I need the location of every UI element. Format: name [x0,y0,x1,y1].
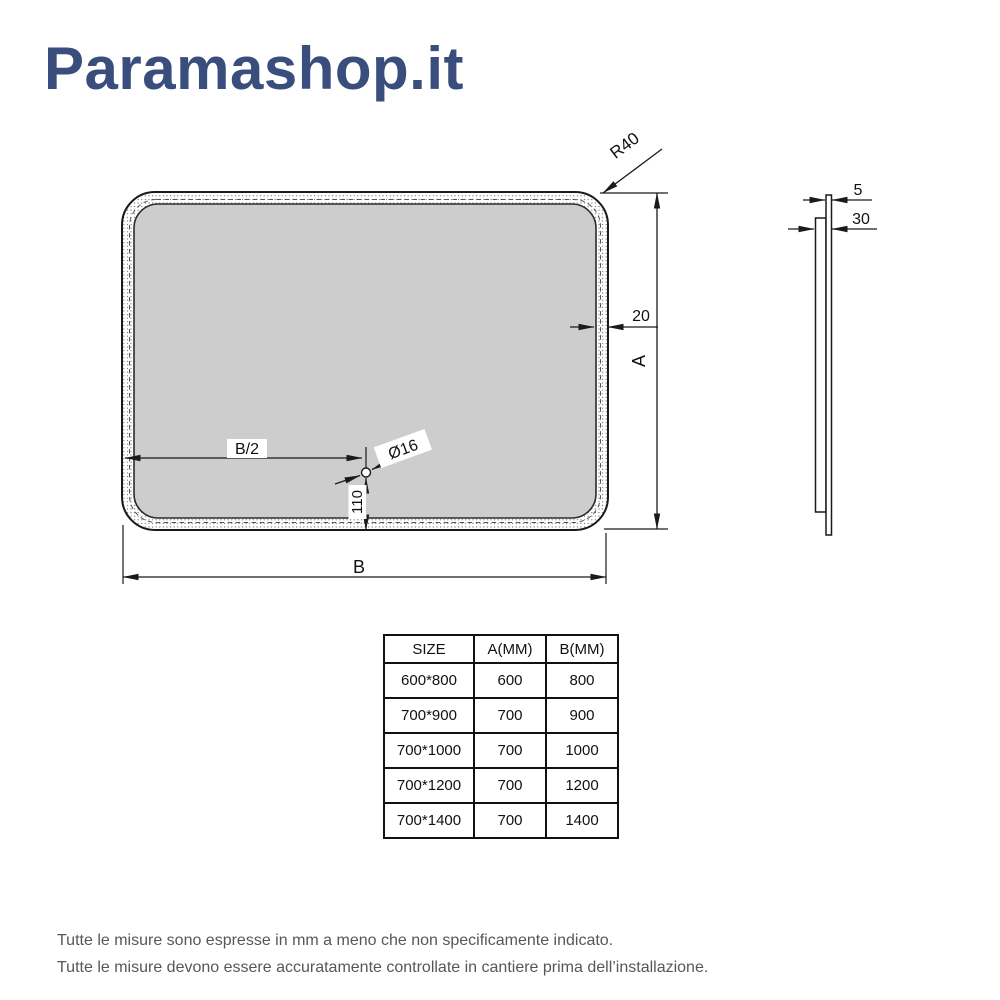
side-glass-panel [825,194,833,536]
mounting-hole [360,467,372,478]
dim-width-b: B [122,525,607,584]
table-cell-b: 800 [545,662,619,699]
table-header-row: SIZE A(MM) B(MM) [383,634,619,664]
dim-half-width: B/2 [124,439,367,469]
height-label: A [629,355,649,367]
table-row: 700*1200 700 1200 [383,767,619,804]
table-cell-a: 700 [473,767,547,804]
table-header-size: SIZE [383,634,475,664]
table-cell-b: 900 [545,697,619,734]
label-background [227,439,267,458]
size-table: SIZE A(MM) B(MM) 600*800 600 800 700*900… [383,634,619,839]
table-cell-size: 700*1400 [383,802,475,839]
table-cell-a: 600 [473,662,547,699]
mirror-side-view: 5 30 [788,182,877,536]
table-cell-b: 1400 [545,802,619,839]
table-cell-a: 700 [473,802,547,839]
table-cell-a: 700 [473,732,547,769]
footer-note-line1: Tutte le misure sono espresse in mm a me… [57,932,614,949]
table-header-b: B(MM) [545,634,619,664]
dim-hole-diameter: Ø16 [334,428,432,485]
hole-offset-label: 110 [349,490,366,514]
table-row: 700*900 700 900 [383,697,619,734]
label-background [347,559,372,576]
table-cell-size: 600*800 [383,662,475,699]
frame-width-label: 20 [632,308,650,325]
footer-note-line2: Tutte le misure devono essere accuratame… [57,959,709,976]
width-label: B [353,557,365,577]
leader-line [602,148,663,194]
dim-depth-30: 30 [788,211,877,233]
mirror-front-view [121,191,609,531]
table-row: 700*1000 700 1000 [383,732,619,769]
table-row: 700*1400 700 1400 [383,802,619,839]
dim-frame-20: 20 [570,308,658,331]
dim-glass-5: 5 [803,182,872,204]
dim-hole-offset-110: 110 [348,477,370,531]
table-header-a: A(MM) [473,634,547,664]
label-background [373,428,432,469]
footer-notes: Tutte le misure sono espresse in mm a me… [57,927,708,981]
table-cell-size: 700*1200 [383,767,475,804]
dim-corner-radius: R40 [602,129,663,194]
glass-thickness-label: 5 [854,182,863,199]
table-cell-b: 1000 [545,732,619,769]
brand-logo: Paramashop.it [44,35,464,102]
table-cell-b: 1200 [545,767,619,804]
leader-line [334,474,361,485]
table-cell-a: 700 [473,697,547,734]
dim-height-a: A [600,192,668,530]
total-depth-label: 30 [852,211,870,228]
radius-label: R40 [607,129,643,163]
half-width-label: B/2 [235,441,259,458]
table-row: 600*800 600 800 [383,662,619,699]
side-back-box [814,217,827,513]
table-cell-size: 700*1000 [383,732,475,769]
table-cell-size: 700*900 [383,697,475,734]
label-background [348,485,367,519]
